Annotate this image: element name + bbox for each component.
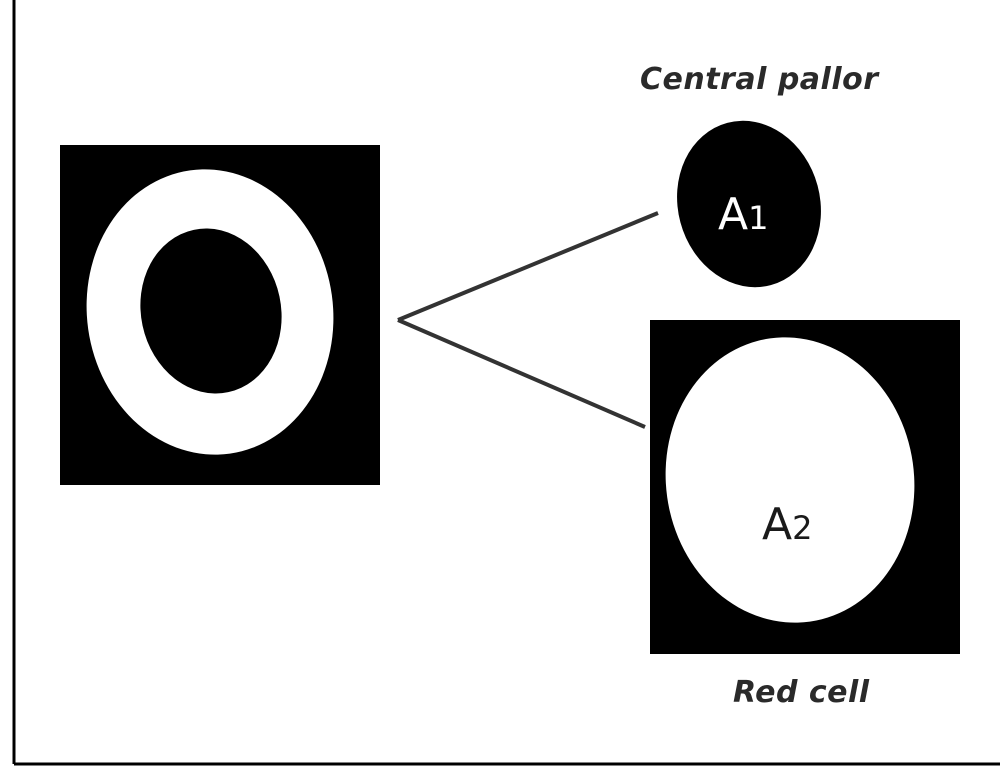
area-a2-subscript: 2 [792, 509, 813, 547]
area-a1-label: A1 [718, 193, 768, 237]
area-a1-symbol: A [718, 189, 749, 240]
connector-line-to-pallor [397, 211, 659, 322]
binary-cell-image [60, 145, 380, 485]
area-a1-subscript: 1 [748, 199, 769, 237]
red-cell-segment [665, 337, 915, 623]
area-a2-label: A2 [762, 503, 812, 547]
connector-line-to-red-cell [397, 318, 646, 429]
central-pallor-hole [140, 228, 282, 394]
central-pallor-caption: Central pallor [640, 62, 879, 97]
central-pallor-segment [677, 120, 821, 288]
red-cell-caption: Red cell [733, 675, 870, 710]
area-a2-symbol: A [762, 499, 793, 550]
red-cell-segment-image [650, 320, 960, 654]
